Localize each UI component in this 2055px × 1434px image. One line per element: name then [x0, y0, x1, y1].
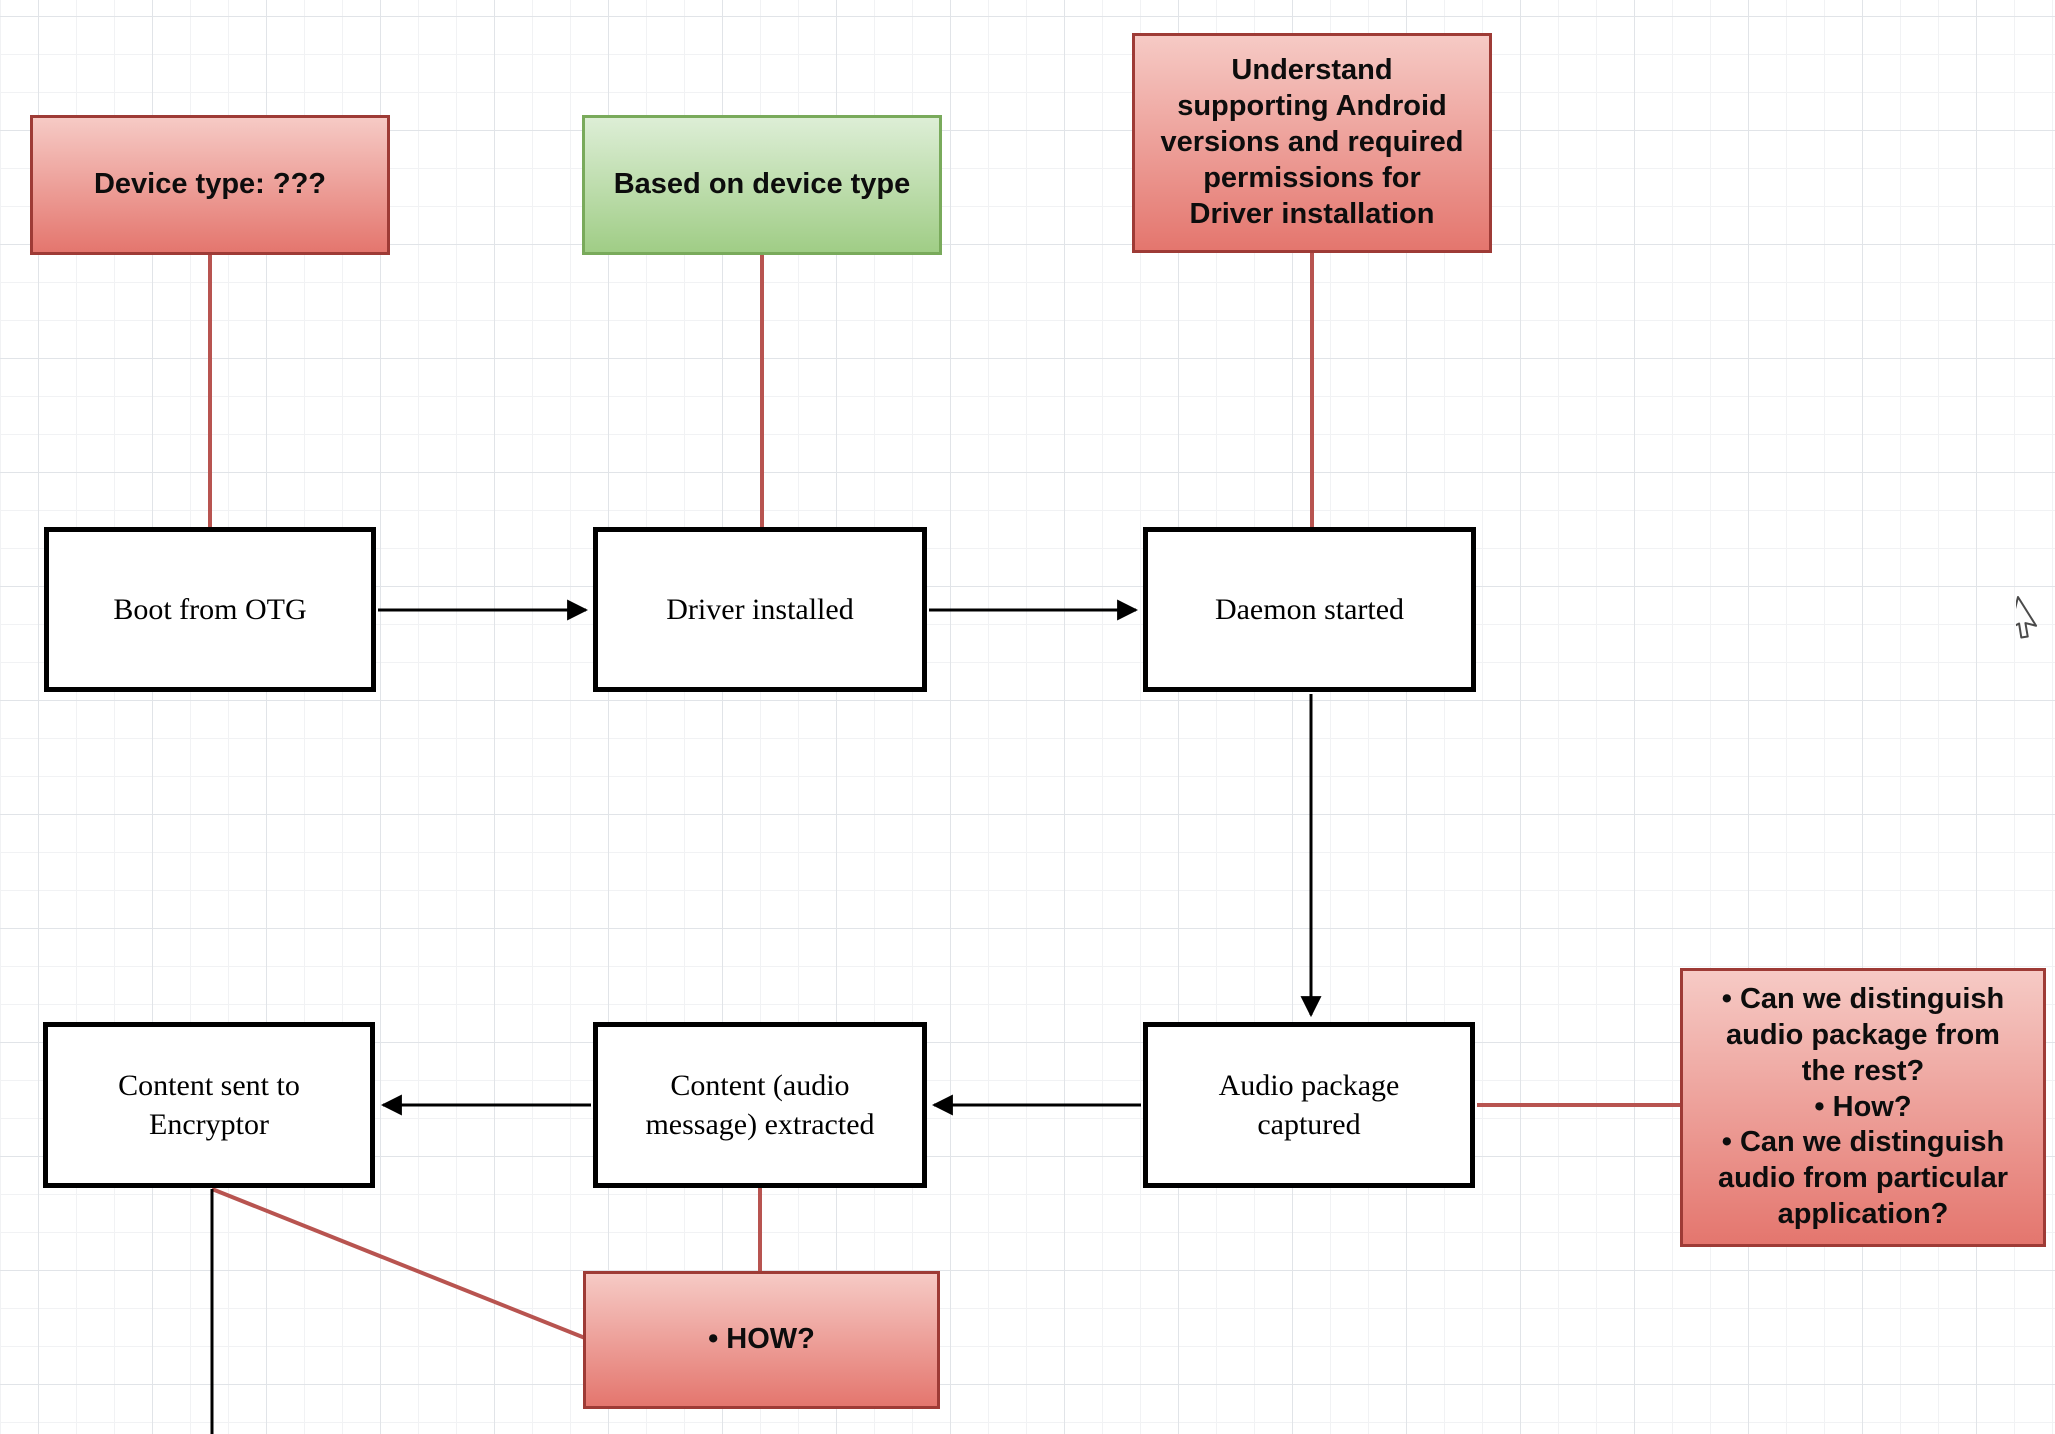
- note-device-type[interactable]: Device type: ???: [30, 115, 390, 255]
- node-daemon-started[interactable]: Daemon started: [1143, 527, 1476, 692]
- note-based-on-device-type[interactable]: Based on device type: [582, 115, 942, 255]
- mouse-cursor-icon: [2016, 596, 2038, 639]
- note-understand-android-versions[interactable]: Understand supporting Android versions a…: [1132, 33, 1492, 253]
- node-content-sent-to-encryptor[interactable]: Content sent to Encryptor: [43, 1022, 375, 1188]
- note-distinguish-questions[interactable]: • Can we distinguish audio package from …: [1680, 968, 2046, 1247]
- note-how[interactable]: • HOW?: [583, 1271, 940, 1409]
- node-driver-installed[interactable]: Driver installed: [593, 527, 927, 692]
- node-boot-from-otg[interactable]: Boot from OTG: [44, 527, 376, 692]
- connector-contentsent-how[interactable]: [211, 1187, 586, 1340]
- node-audio-package-captured[interactable]: Audio package captured: [1143, 1022, 1475, 1188]
- node-content-extracted[interactable]: Content (audio message) extracted: [593, 1022, 927, 1188]
